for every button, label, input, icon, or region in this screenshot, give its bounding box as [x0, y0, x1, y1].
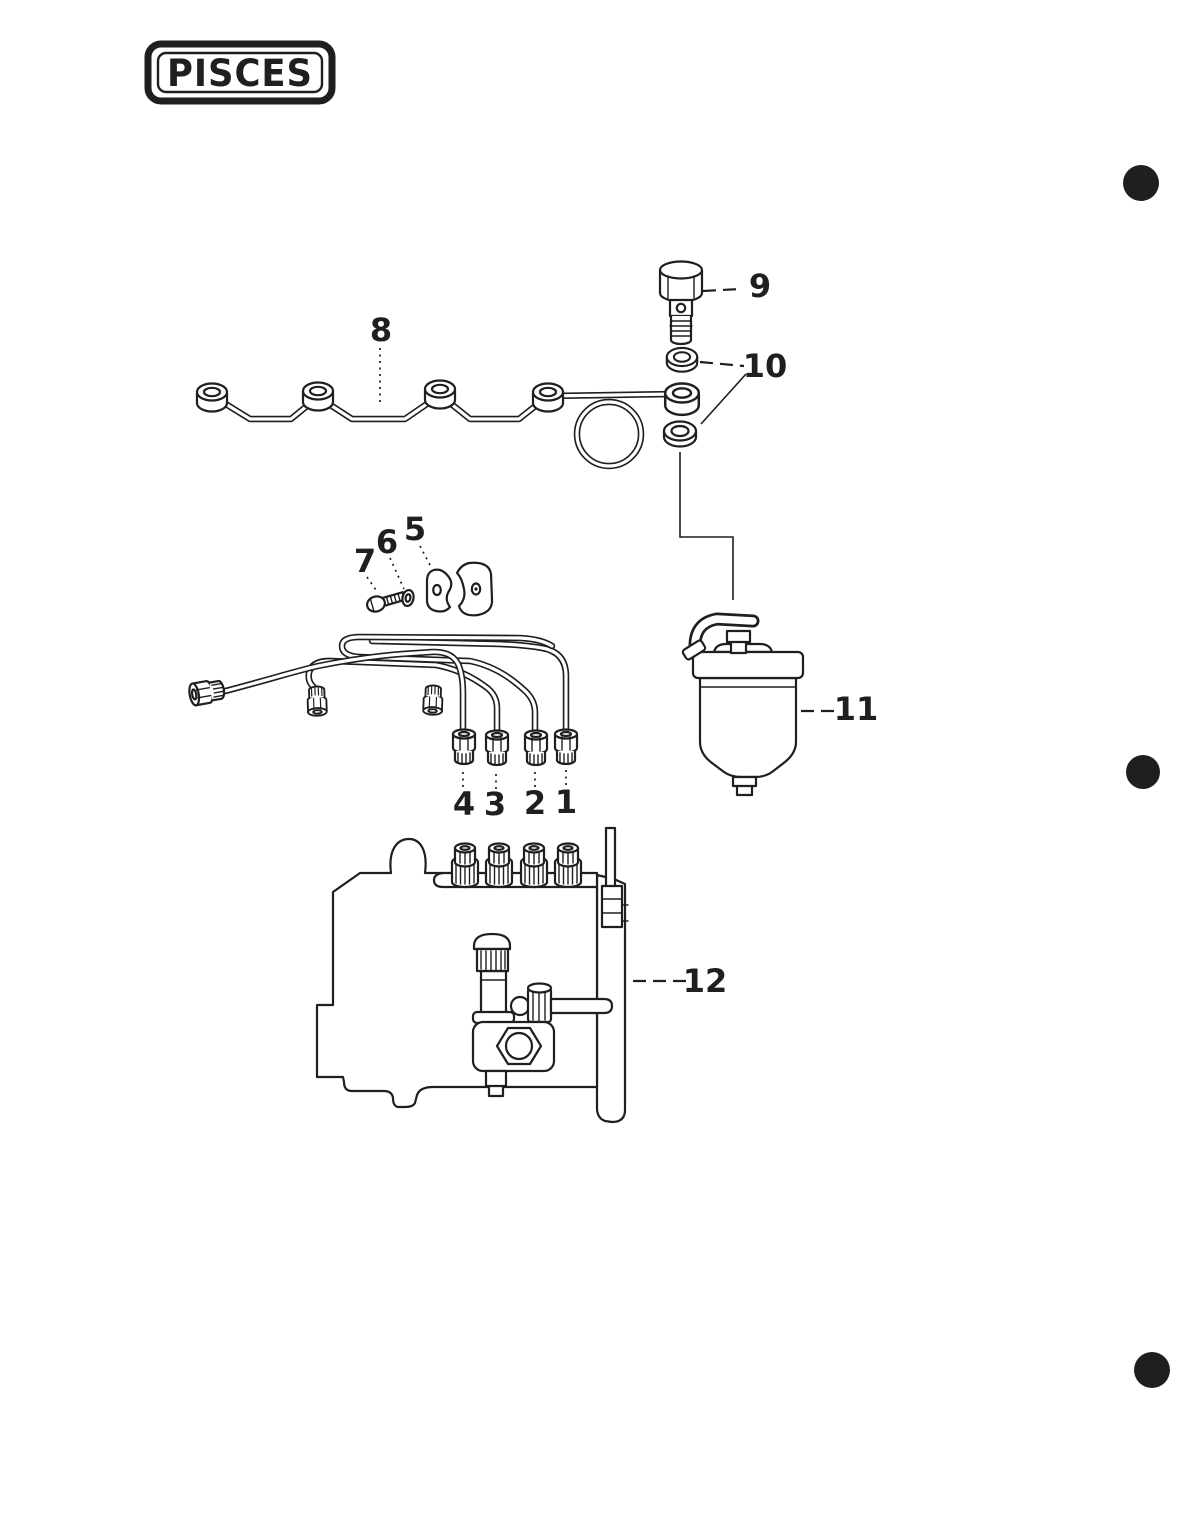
- logo-text: PISCES: [167, 52, 313, 95]
- injector-union-left: [186, 677, 227, 708]
- pump-union-nut-2: [523, 729, 549, 767]
- leader-line-5: [419, 545, 432, 568]
- injector-union-hanging-1: [306, 685, 328, 717]
- pump-mounting-plate: [595, 873, 627, 1124]
- leader-line-6: [389, 557, 405, 590]
- injection-pipe-1: [368, 637, 570, 744]
- banjo-ring-3: [423, 379, 457, 410]
- pipe-clamp-halves: [425, 561, 494, 617]
- banjo-bolt-hole: [675, 302, 687, 314]
- leader-lines: [366, 287, 841, 983]
- callout-3: 3: [484, 785, 506, 823]
- banjo-ring-4: [531, 382, 565, 413]
- banjo-bolt: [658, 260, 704, 346]
- filter-drain-stub: [731, 775, 758, 797]
- injection-pipes: [186, 633, 579, 767]
- callout-11: 11: [834, 690, 879, 728]
- callout-7: 7: [354, 542, 376, 580]
- registration-dot-top: [1123, 165, 1159, 201]
- pipe-clamp-set: [366, 561, 494, 617]
- assembly-connector-line: [679, 452, 734, 600]
- filter-bowl: [698, 676, 798, 779]
- banjo-ring-1: [195, 382, 229, 413]
- callout-9: 9: [749, 267, 771, 305]
- clamp-bolt: [366, 591, 407, 613]
- registration-dot-bottom: [1134, 1352, 1170, 1388]
- delivery-valve-3: [484, 842, 514, 889]
- delivery-valve-4: [450, 842, 480, 889]
- logo-inner-border: [156, 51, 324, 94]
- callout-labels: 1 2 3 4 5 6 7 8 9 10 11 12: [354, 267, 878, 1000]
- filter-inlet-flange: [681, 639, 707, 661]
- pump-top-deck: [432, 871, 599, 889]
- pump-union-nut-1: [553, 728, 579, 766]
- callout-2: 2: [524, 784, 546, 822]
- banjo-ring-end: [663, 382, 701, 417]
- logo-outer-border: [144, 40, 336, 105]
- registration-dot-middle: [1126, 755, 1160, 789]
- washer-upper: [665, 346, 699, 373]
- callout-12: 12: [683, 962, 728, 1000]
- callout-6: 6: [376, 523, 398, 561]
- block-bottom-stub: [484, 1069, 508, 1098]
- injection-pipe-2: [338, 633, 556, 744]
- side-banjo-fitting: [526, 982, 553, 1024]
- delivery-valve-2: [519, 842, 549, 889]
- clamp-washer: [401, 588, 415, 608]
- callout-10: 10: [743, 347, 788, 385]
- banjo-ring-2: [301, 381, 335, 412]
- leader-line-10b: [700, 373, 747, 425]
- leak-off-pipe: [195, 379, 701, 470]
- leader-line-9: [702, 287, 741, 293]
- pump-union-nut-4: [451, 728, 477, 766]
- callout-4: 4: [453, 785, 475, 823]
- fuel-filter: [681, 612, 805, 797]
- leader-line-10a: [699, 360, 745, 368]
- pump-union-nut-3: [484, 729, 510, 767]
- injection-pump: [315, 826, 629, 1124]
- pisces-logo: PISCES: [144, 40, 336, 105]
- filter-lid: [691, 650, 805, 680]
- priming-pump-neck: [479, 969, 508, 1015]
- filter-banjo-stack: [725, 629, 752, 655]
- priming-pump: [471, 932, 614, 1098]
- callout-1: 1: [555, 783, 577, 821]
- stop-lever: [549, 997, 614, 1015]
- injection-pipe-3: [305, 657, 501, 744]
- priming-pump-cap: [472, 932, 512, 951]
- injector-union-hanging-2: [422, 684, 444, 716]
- pump-control-rod: [604, 826, 617, 888]
- washer-lower: [662, 420, 698, 448]
- callout-8: 8: [370, 311, 392, 349]
- delivery-valve-1: [553, 842, 583, 889]
- callout-5: 5: [404, 510, 426, 548]
- priming-pump-ball: [509, 995, 531, 1017]
- injection-pipe-4: [206, 648, 467, 742]
- pump-rod-collar: [600, 884, 624, 929]
